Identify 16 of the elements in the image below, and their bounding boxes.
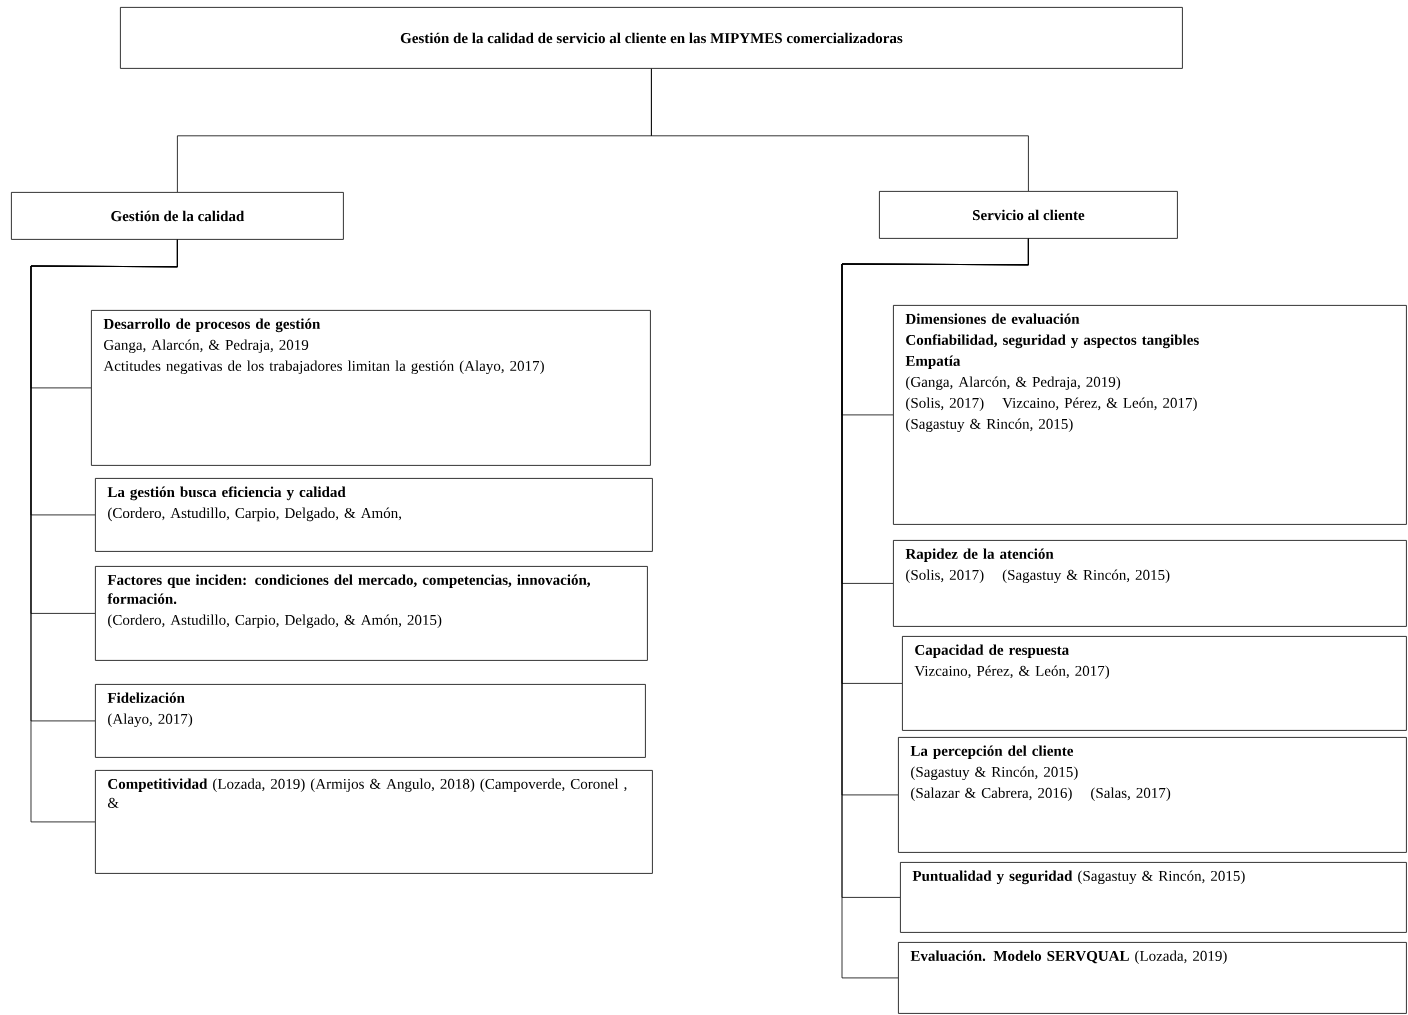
topic-box: Factores que inciden: condiciones del mercado, competencias, innovación, formación. (Cordero, Astudillo, Carpio, Delgado, & Amón, 2015) [95,566,648,661]
topic-box: Evaluación. Modelo SERVQUAL (Lozada, 2019) [898,942,1407,1014]
topic-box: Dimensiones de evaluación Confiabilidad, seguridad y aspectos tangibles Empatía (Ganga, Alarcón, & Pedraja, 2019) (Solis, 2017) Vizcaino, Pérez, & León, 2017) (Sagastuy & Rincón, 2015) [893,305,1407,525]
topic-box: La gestión busca eficiencia y calidad (Cordero, Astudillo, Carpio, Delgado, & Amón, [95,478,653,552]
topic-box: Competitividad (Lozada, 2019) (Armijos & Angulo, 2018) (Campoverde, Coronel , & [95,770,653,874]
topic-box: La percepción del cliente (Sagastuy & Rincón, 2015) (Salazar & Cabrera, 2016) (Salas, 2017) [898,737,1407,853]
category-box: Servicio al cliente [879,191,1178,239]
connector-line [651,68,1029,192]
category-box: Gestión de la calidad [11,192,344,240]
connector-line [30,239,178,823]
topic-box: Capacidad de respuesta Vizcaino, Pérez, & León, 2017) [902,636,1407,731]
topic-box: Rapidez de la atención (Solis, 2017) (Sagastuy & Rincón, 2015) [893,540,1407,627]
topic-box: Desarrollo de procesos de gestión Ganga, Alarcón, & Pedraja, 2019 Actitudes negativas de los trabajadores limitan la gestión (Alayo, 2017) [91,310,651,466]
topic-box: Puntualidad y seguridad (Sagastuy & Rincón, 2015) [900,862,1407,933]
topic-box: Fidelización (Alayo, 2017) [95,684,646,758]
title-box: Gestión de la calidad de servicio al cliente en las MIPYMES comercializadoras [120,7,1183,69]
